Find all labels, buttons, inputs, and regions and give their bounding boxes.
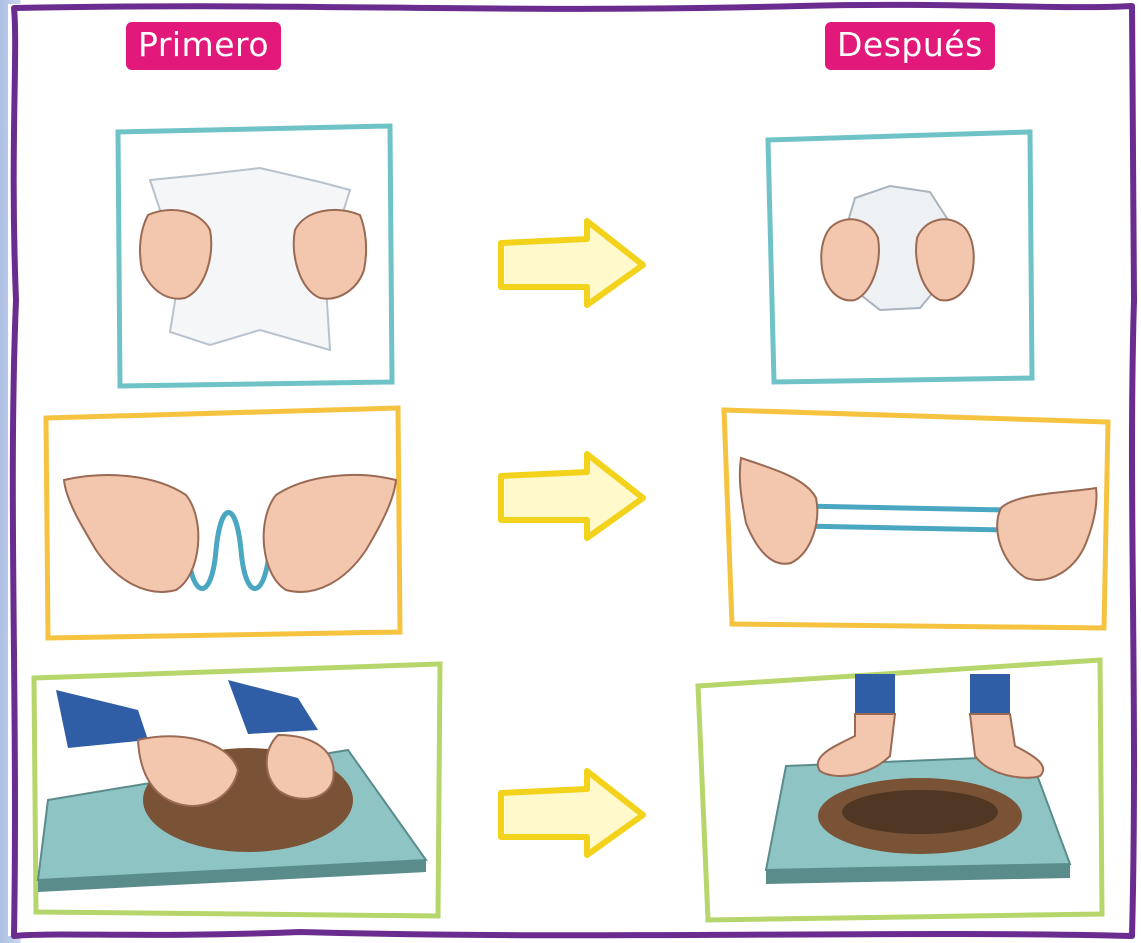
hands-icon [816,713,1045,779]
hands-icon [738,456,1098,581]
hands-icon [139,209,368,300]
panel-paper-after [765,129,1035,385]
hands-icon [820,218,975,302]
panel-rubber-band-stretched [721,407,1111,631]
panel-clay-before [31,661,443,919]
panel-clay-after [695,657,1105,923]
hands-icon [62,474,398,593]
hands-icon [136,733,335,807]
label-after: Después [825,22,995,70]
label-first: Primero [126,22,282,70]
arrow-right-icon [498,218,646,308]
panel-rubber-band-before [43,405,403,641]
arrow-right-icon [498,768,646,858]
panel-paper-before [115,123,395,389]
arrow-right-icon [498,451,646,541]
